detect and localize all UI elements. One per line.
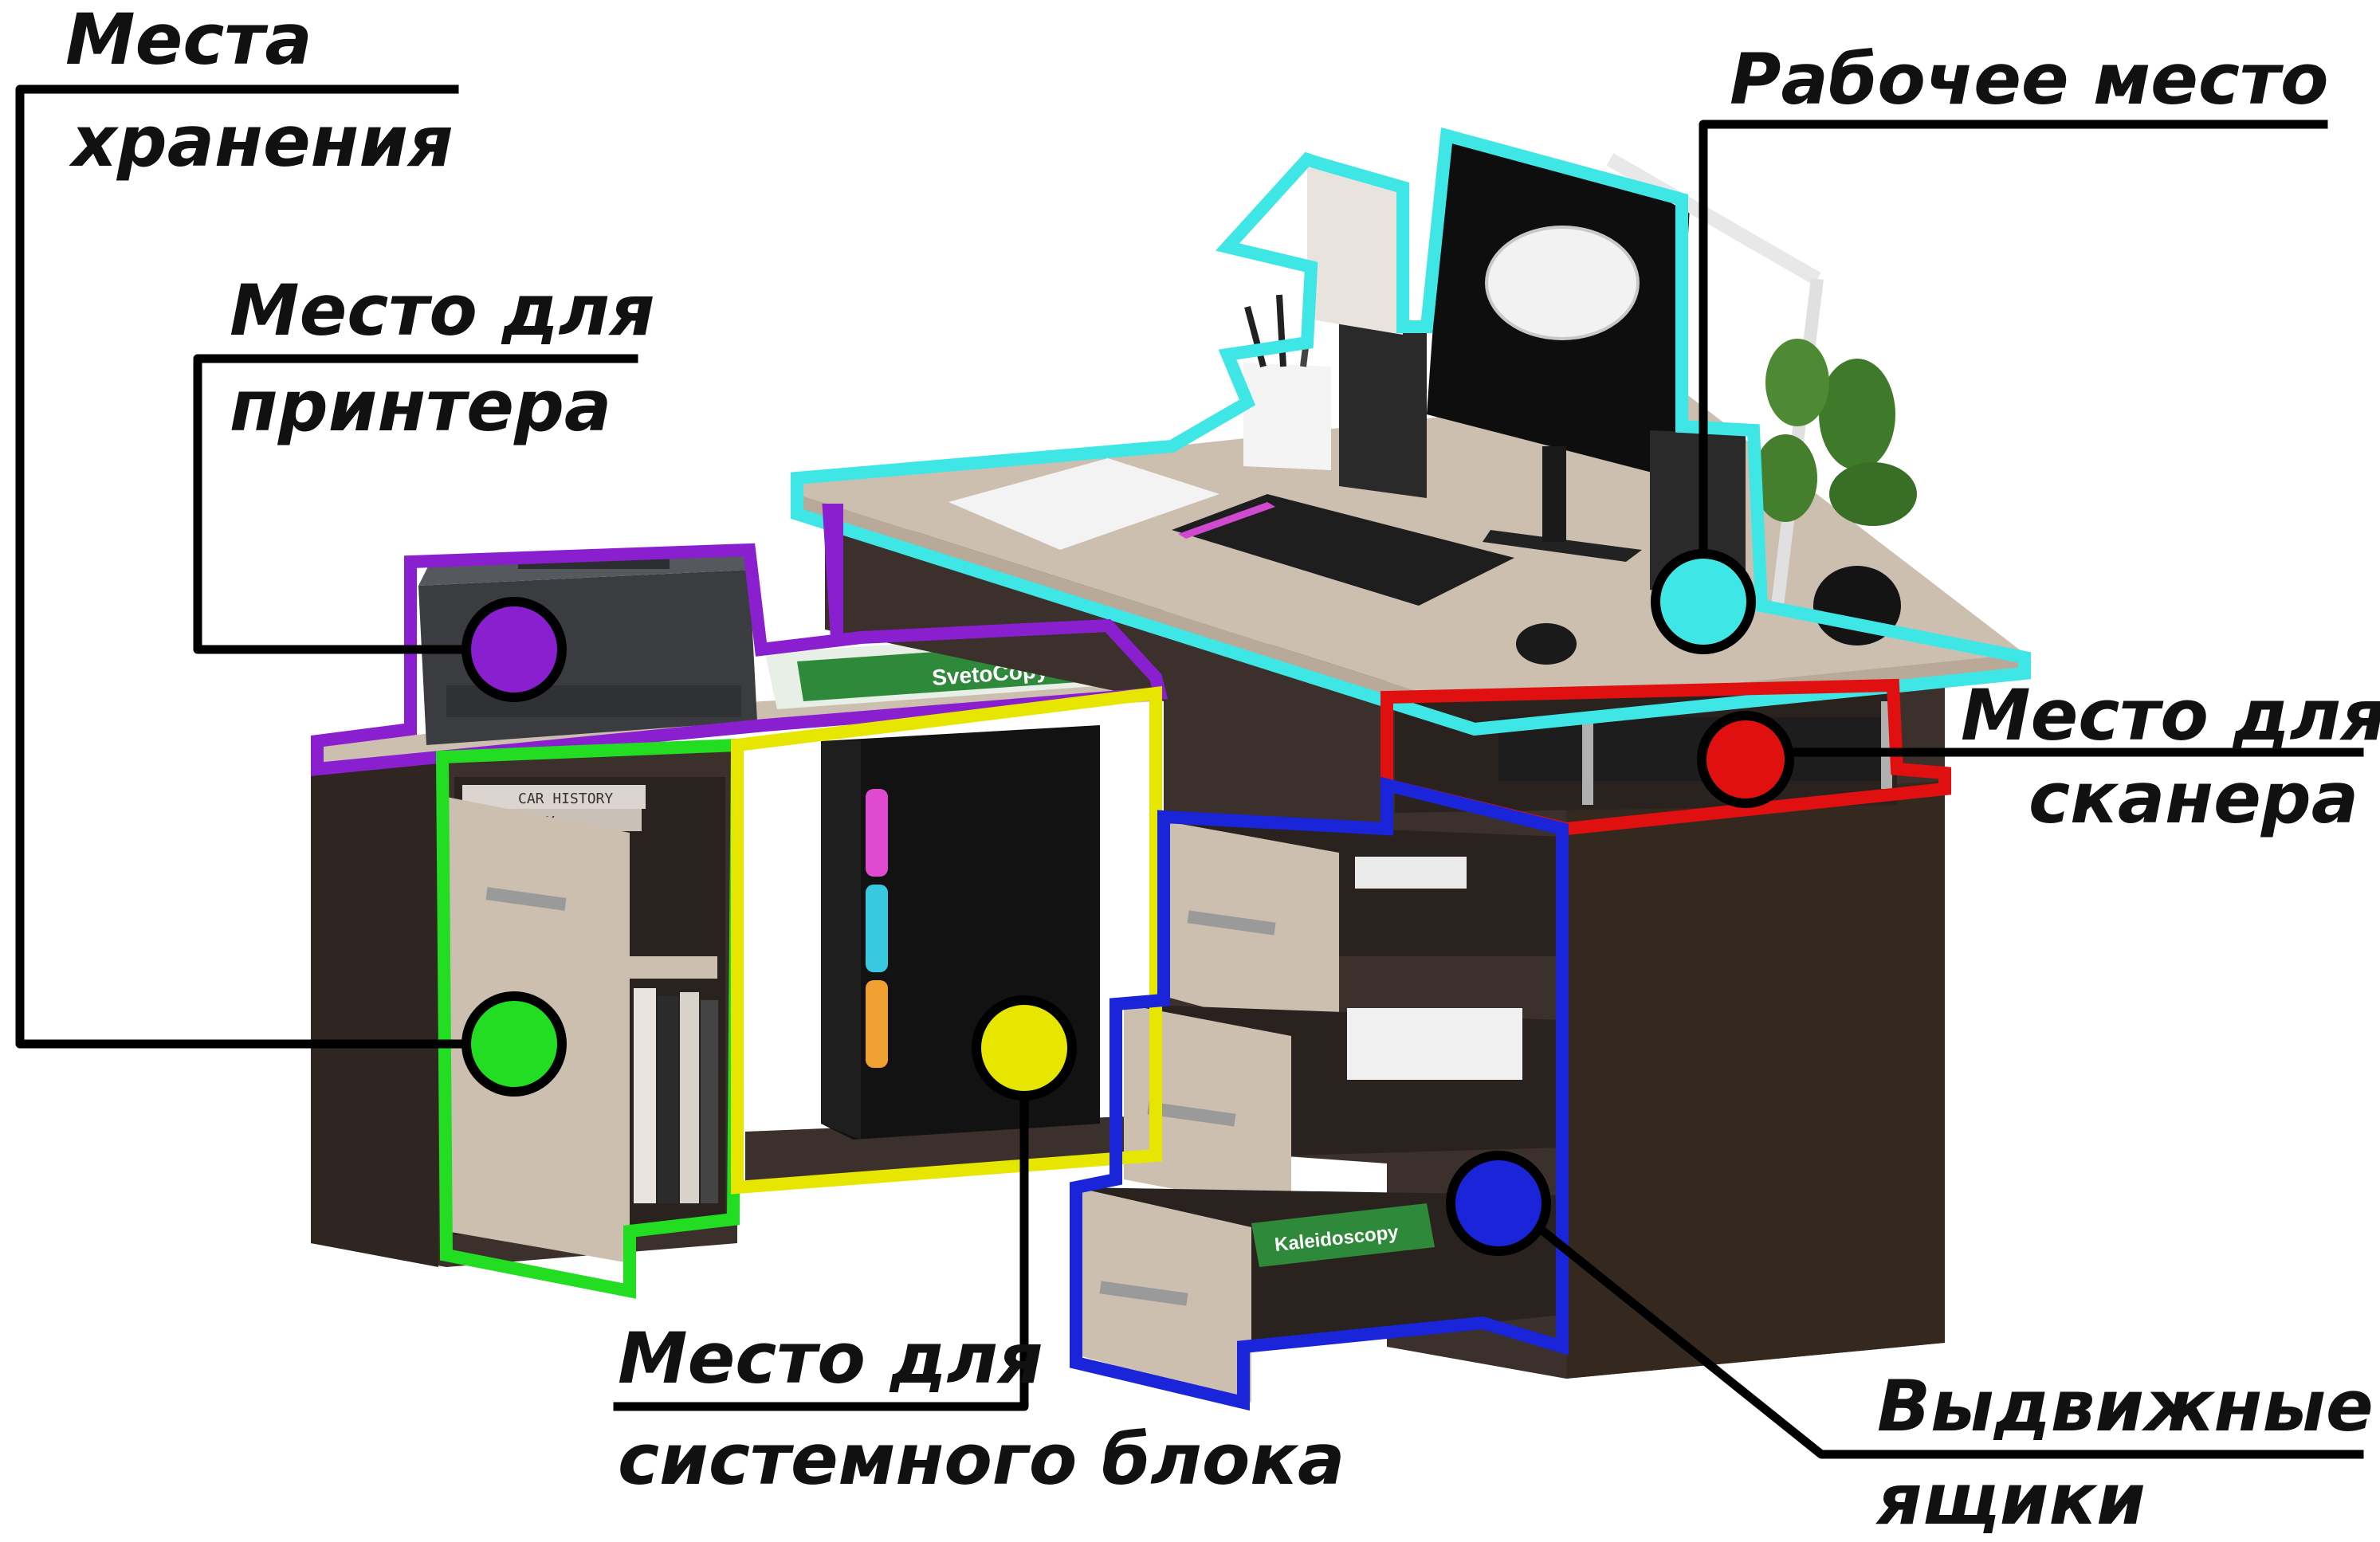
books-bottom <box>634 988 718 1203</box>
speaker-left <box>1339 323 1427 498</box>
workplace-marker <box>1651 549 1756 654</box>
rgb-fan-1 <box>866 789 888 877</box>
leader-system-unit <box>613 1039 1029 1411</box>
monitor-stand <box>1483 530 1642 562</box>
desk-back-panel <box>825 510 1164 701</box>
pencil-2 <box>1276 294 1286 367</box>
scanner-marker <box>1697 711 1794 808</box>
desk-lamp-arm <box>1606 153 1821 285</box>
system-unit-front-panel <box>821 741 861 1140</box>
right-pedestal-side <box>1566 781 1945 1379</box>
label-system-unit-line2: системного блока <box>618 1418 1345 1501</box>
label-scanner-line1: Место для <box>1961 674 2380 756</box>
label-storage-line1: Места <box>65 0 312 80</box>
leader-printer <box>193 354 638 654</box>
left-cabinet-shelf <box>630 956 717 979</box>
label-drawers-line2: ящики <box>1875 1458 2146 1540</box>
paper-stack <box>1307 159 1403 335</box>
label-storage-line2: хранения <box>69 100 454 182</box>
storage-marker <box>461 991 567 1097</box>
system-unit-marker <box>972 995 1077 1101</box>
leader-storage <box>15 84 515 1049</box>
keyboard-rgb-strip <box>1178 502 1275 539</box>
label-printer-line1: Место для <box>230 269 655 351</box>
printer-outline <box>311 543 1168 776</box>
drawers-outline <box>1070 776 1569 1411</box>
label-system-unit-line1: Место для <box>618 1317 1043 1399</box>
left-cabinet-side <box>311 745 438 1267</box>
drawer-top <box>1164 821 1562 1044</box>
drawer-middle <box>1124 1004 1562 1211</box>
leader-workplace <box>1699 120 2328 594</box>
leader-lines <box>15 84 2364 1459</box>
labels: Места хранения Место для принтера Рабоче… <box>65 0 2380 1540</box>
label-printer-line2: принтера <box>230 365 611 447</box>
book-spine-car-history: CAR HISTORY <box>518 791 613 807</box>
leader-drawers <box>1492 1189 2364 1459</box>
drawers-marker <box>1446 1151 1551 1256</box>
shelf-rod-left <box>1582 717 1593 805</box>
notebook <box>948 458 1219 550</box>
drawer-bottom: Kaleidoscopy <box>1076 1187 1562 1403</box>
keyboard <box>1172 494 1514 606</box>
workplace-outline <box>791 127 2031 736</box>
pencil-cup <box>1243 363 1331 470</box>
desk-lamp-shade <box>1485 226 1640 340</box>
monitor-neck <box>1542 446 1566 542</box>
rgb-fan-3 <box>866 980 888 1068</box>
label-drawers-line1: Выдвижные <box>1877 1365 2374 1447</box>
label-scanner-line2: сканера <box>2028 757 2358 839</box>
printer-marker <box>461 597 567 702</box>
zone-markers <box>461 549 1794 1256</box>
printer-shelf-strut <box>822 504 843 638</box>
rgb-fan-2 <box>866 885 888 972</box>
pencil-1 <box>1244 305 1267 368</box>
mouse <box>1516 623 1577 665</box>
zone-outlines <box>311 127 2031 1411</box>
door-handle <box>485 887 567 911</box>
system-unit-outline <box>731 685 1162 1195</box>
label-workplace: Рабочее место <box>1730 38 2328 120</box>
